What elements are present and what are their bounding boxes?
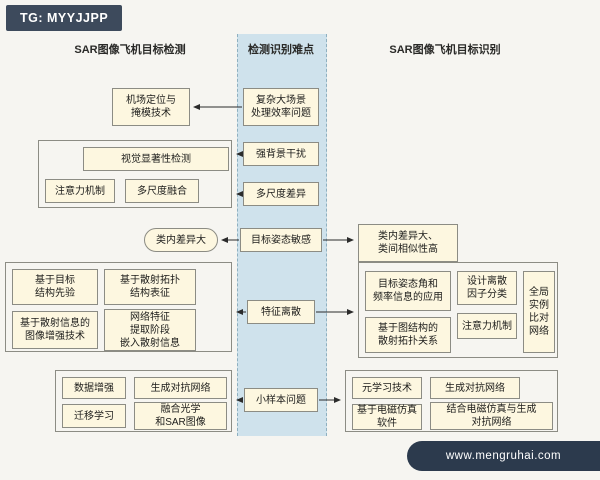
node-gan-recognize: 生成对抗网络 — [430, 377, 520, 399]
node-multiscale: 多尺度差异 — [243, 182, 319, 206]
group-recognition-small-sample: 元学习技术 生成对抗网络 基于电磁仿真 软件 结合电磁仿真与生成 对抗网络 — [345, 370, 558, 432]
top-left-watermark-badge: TG: MYYJJPP — [6, 5, 123, 31]
node-global-instance-compare: 全局 实例 比对 网络 — [523, 271, 555, 353]
node-gan-detect: 生成对抗网络 — [134, 377, 227, 399]
node-scatter-topology: 基于散射拓扑 结构表征 — [104, 269, 196, 305]
node-discrete-factor: 设计离散 因子分类 — [457, 271, 517, 305]
node-optical-sar-fusion: 融合光学 和SAR图像 — [134, 402, 227, 430]
node-complex-scene: 复杂大场景 处理效率问题 — [243, 88, 319, 126]
node-visual-saliency: 视觉显著性检测 — [83, 147, 229, 171]
node-intra-variance: 类内差异大 — [144, 228, 218, 252]
header-difficulties: 检测识别难点 — [248, 44, 314, 56]
node-pose-frequency: 目标姿态角和 频率信息的应用 — [365, 271, 451, 311]
node-small-sample: 小样本问题 — [244, 388, 318, 412]
group-saliency: 视觉显著性检测 注意力机制 多尺度融合 — [38, 140, 232, 208]
node-network-embed: 网络特征 提取阶段 嵌入散射信息 — [104, 309, 196, 351]
node-em-gan: 结合电磁仿真与生成 对抗网络 — [430, 402, 553, 430]
node-airport-mask: 机场定位与 掩模技术 — [112, 88, 190, 126]
node-em-simulation: 基于电磁仿真 软件 — [352, 404, 422, 430]
node-background-clutter: 强背景干扰 — [243, 142, 319, 166]
node-attention-detect: 注意力机制 — [45, 179, 115, 203]
node-multiscale-fusion: 多尺度融合 — [125, 179, 199, 203]
node-target-prior: 基于目标 结构先验 — [12, 269, 98, 305]
group-feature-methods: 目标姿态角和 频率信息的应用 设计离散 因子分类 全局 实例 比对 网络 基于图… — [358, 262, 558, 358]
header-recognition: SAR图像飞机目标识别 — [389, 44, 501, 56]
node-intra-inter-similarity: 类内差异大、 类间相似性高 — [358, 224, 458, 262]
node-transfer-learning: 迁移学习 — [62, 404, 126, 428]
header-detection: SAR图像飞机目标检测 — [74, 44, 186, 56]
node-graph-topology: 基于图结构的 散射拓扑关系 — [365, 317, 451, 353]
group-detection-small-sample: 数据增强 生成对抗网络 迁移学习 融合光学 和SAR图像 — [55, 370, 232, 432]
node-feature-discrete: 特征离散 — [247, 300, 315, 324]
node-data-augment: 数据增强 — [62, 377, 126, 399]
node-scatter-enhance: 基于散射信息的 图像增强技术 — [12, 311, 98, 349]
node-pose-sensitive: 目标姿态敏感 — [240, 228, 322, 252]
bottom-right-watermark-badge: www.mengruhai.com — [407, 441, 600, 471]
node-meta-learning: 元学习技术 — [352, 377, 422, 399]
node-attention-recognize: 注意力机制 — [457, 313, 517, 339]
group-structure-methods: 基于目标 结构先验 基于散射拓扑 结构表征 基于散射信息的 图像增强技术 网络特… — [5, 262, 232, 352]
